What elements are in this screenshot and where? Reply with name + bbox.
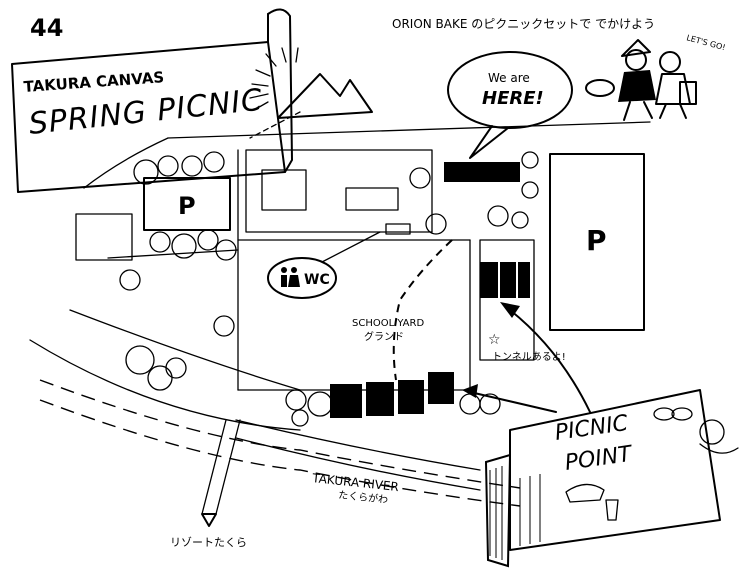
star-icon: ☆ [488, 332, 501, 348]
bread-icon [565, 483, 605, 503]
mountain-icon [249, 47, 373, 139]
parking-left: P [143, 177, 231, 231]
resort-label: リゾートたくら [170, 536, 247, 549]
cup-icon [605, 499, 619, 521]
picnic-line2: POINT [563, 442, 634, 476]
bread-icon [653, 407, 675, 421]
arrow-icon [462, 302, 591, 413]
school-yard-jp: グランド [364, 330, 404, 343]
lets-go-text: LET'S GO! [685, 33, 726, 52]
picnic-point-banner: PICNIC POINT [484, 389, 739, 568]
person-icon [281, 267, 300, 287]
arrow-icon [201, 513, 217, 527]
banner-line1: TAKURA CANVAS [23, 68, 165, 96]
bread-icon [671, 407, 693, 421]
tunnel-right [480, 262, 530, 298]
header-marks: 44 [30, 14, 63, 42]
parking-label-left: P [178, 192, 196, 220]
tunnel-bottom [330, 372, 454, 418]
wc-label: WC [304, 272, 330, 288]
school-yard-en: SCHOOL YARD [352, 318, 424, 329]
buildings [75, 149, 535, 361]
banner-stripes [489, 466, 541, 560]
tree-icon [119, 151, 539, 427]
speech-bubble: We are HERE! [447, 51, 573, 159]
parking-label-right: P [586, 224, 607, 257]
road-lines [29, 121, 651, 515]
person-icon [699, 419, 725, 445]
person-icon [585, 39, 697, 121]
picnic-line1: PICNIC [553, 411, 630, 446]
parking-right: P [549, 153, 645, 331]
river [39, 379, 521, 507]
bubble-line1: We are [488, 71, 530, 85]
tagline: ORION BAKE のピクニックセットで でかけよう [392, 17, 655, 31]
bubble-line2: HERE! [482, 88, 544, 109]
tunnel-note: トンネルあるよ! [492, 351, 566, 363]
walking-path [392, 239, 453, 381]
river-label-en: TAKURA RIVER [311, 471, 400, 494]
wc-area: WC [267, 231, 381, 299]
